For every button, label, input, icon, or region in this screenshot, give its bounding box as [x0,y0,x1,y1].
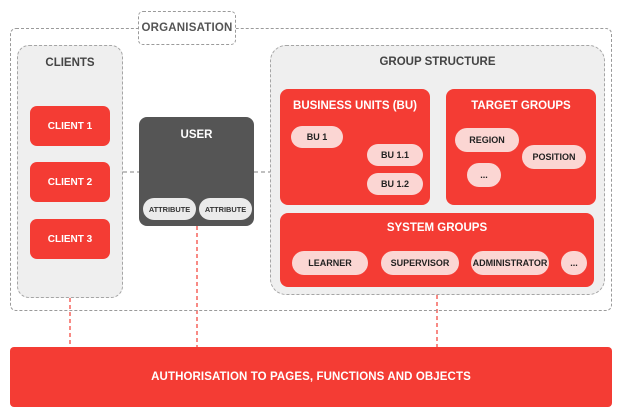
client-3-box: CLIENT 3 [30,219,110,259]
client-2-box: CLIENT 2 [30,162,110,202]
system-groups-title: SYSTEM GROUPS [386,222,488,234]
target-group-pill: ... [467,163,501,187]
client-1-box: CLIENT 1 [30,106,110,146]
target-group-pill: POSITION [522,145,586,169]
organisation-container [10,28,612,311]
authorisation-bar: AUTHORISATION TO PAGES, FUNCTIONS AND OB… [10,347,612,407]
group-structure-title: GROUP STRUCTURE [379,56,496,68]
bu-node: BU 1.1 [367,144,423,166]
system-group-pill: SUPERVISOR [381,251,459,275]
user-title: USER [180,129,213,141]
attribute-pill: ATTRIBUTE [199,198,252,220]
business-units-title: BUSINESS UNITS (BU) [293,100,417,112]
target-groups-title: TARGET GROUPS [471,100,571,112]
bu-node: BU 1.2 [367,173,423,195]
system-group-pill: LEARNER [292,251,368,275]
attribute-pill: ATTRIBUTE [143,198,196,220]
system-group-pill: ... [561,251,587,275]
system-group-pill: ADMINISTRATOR [471,251,549,275]
clients-title: CLIENTS [45,57,95,69]
organisation-label: ORGANISATION [138,11,236,45]
bu-node: BU 1 [291,126,343,148]
target-group-pill: REGION [455,128,519,152]
